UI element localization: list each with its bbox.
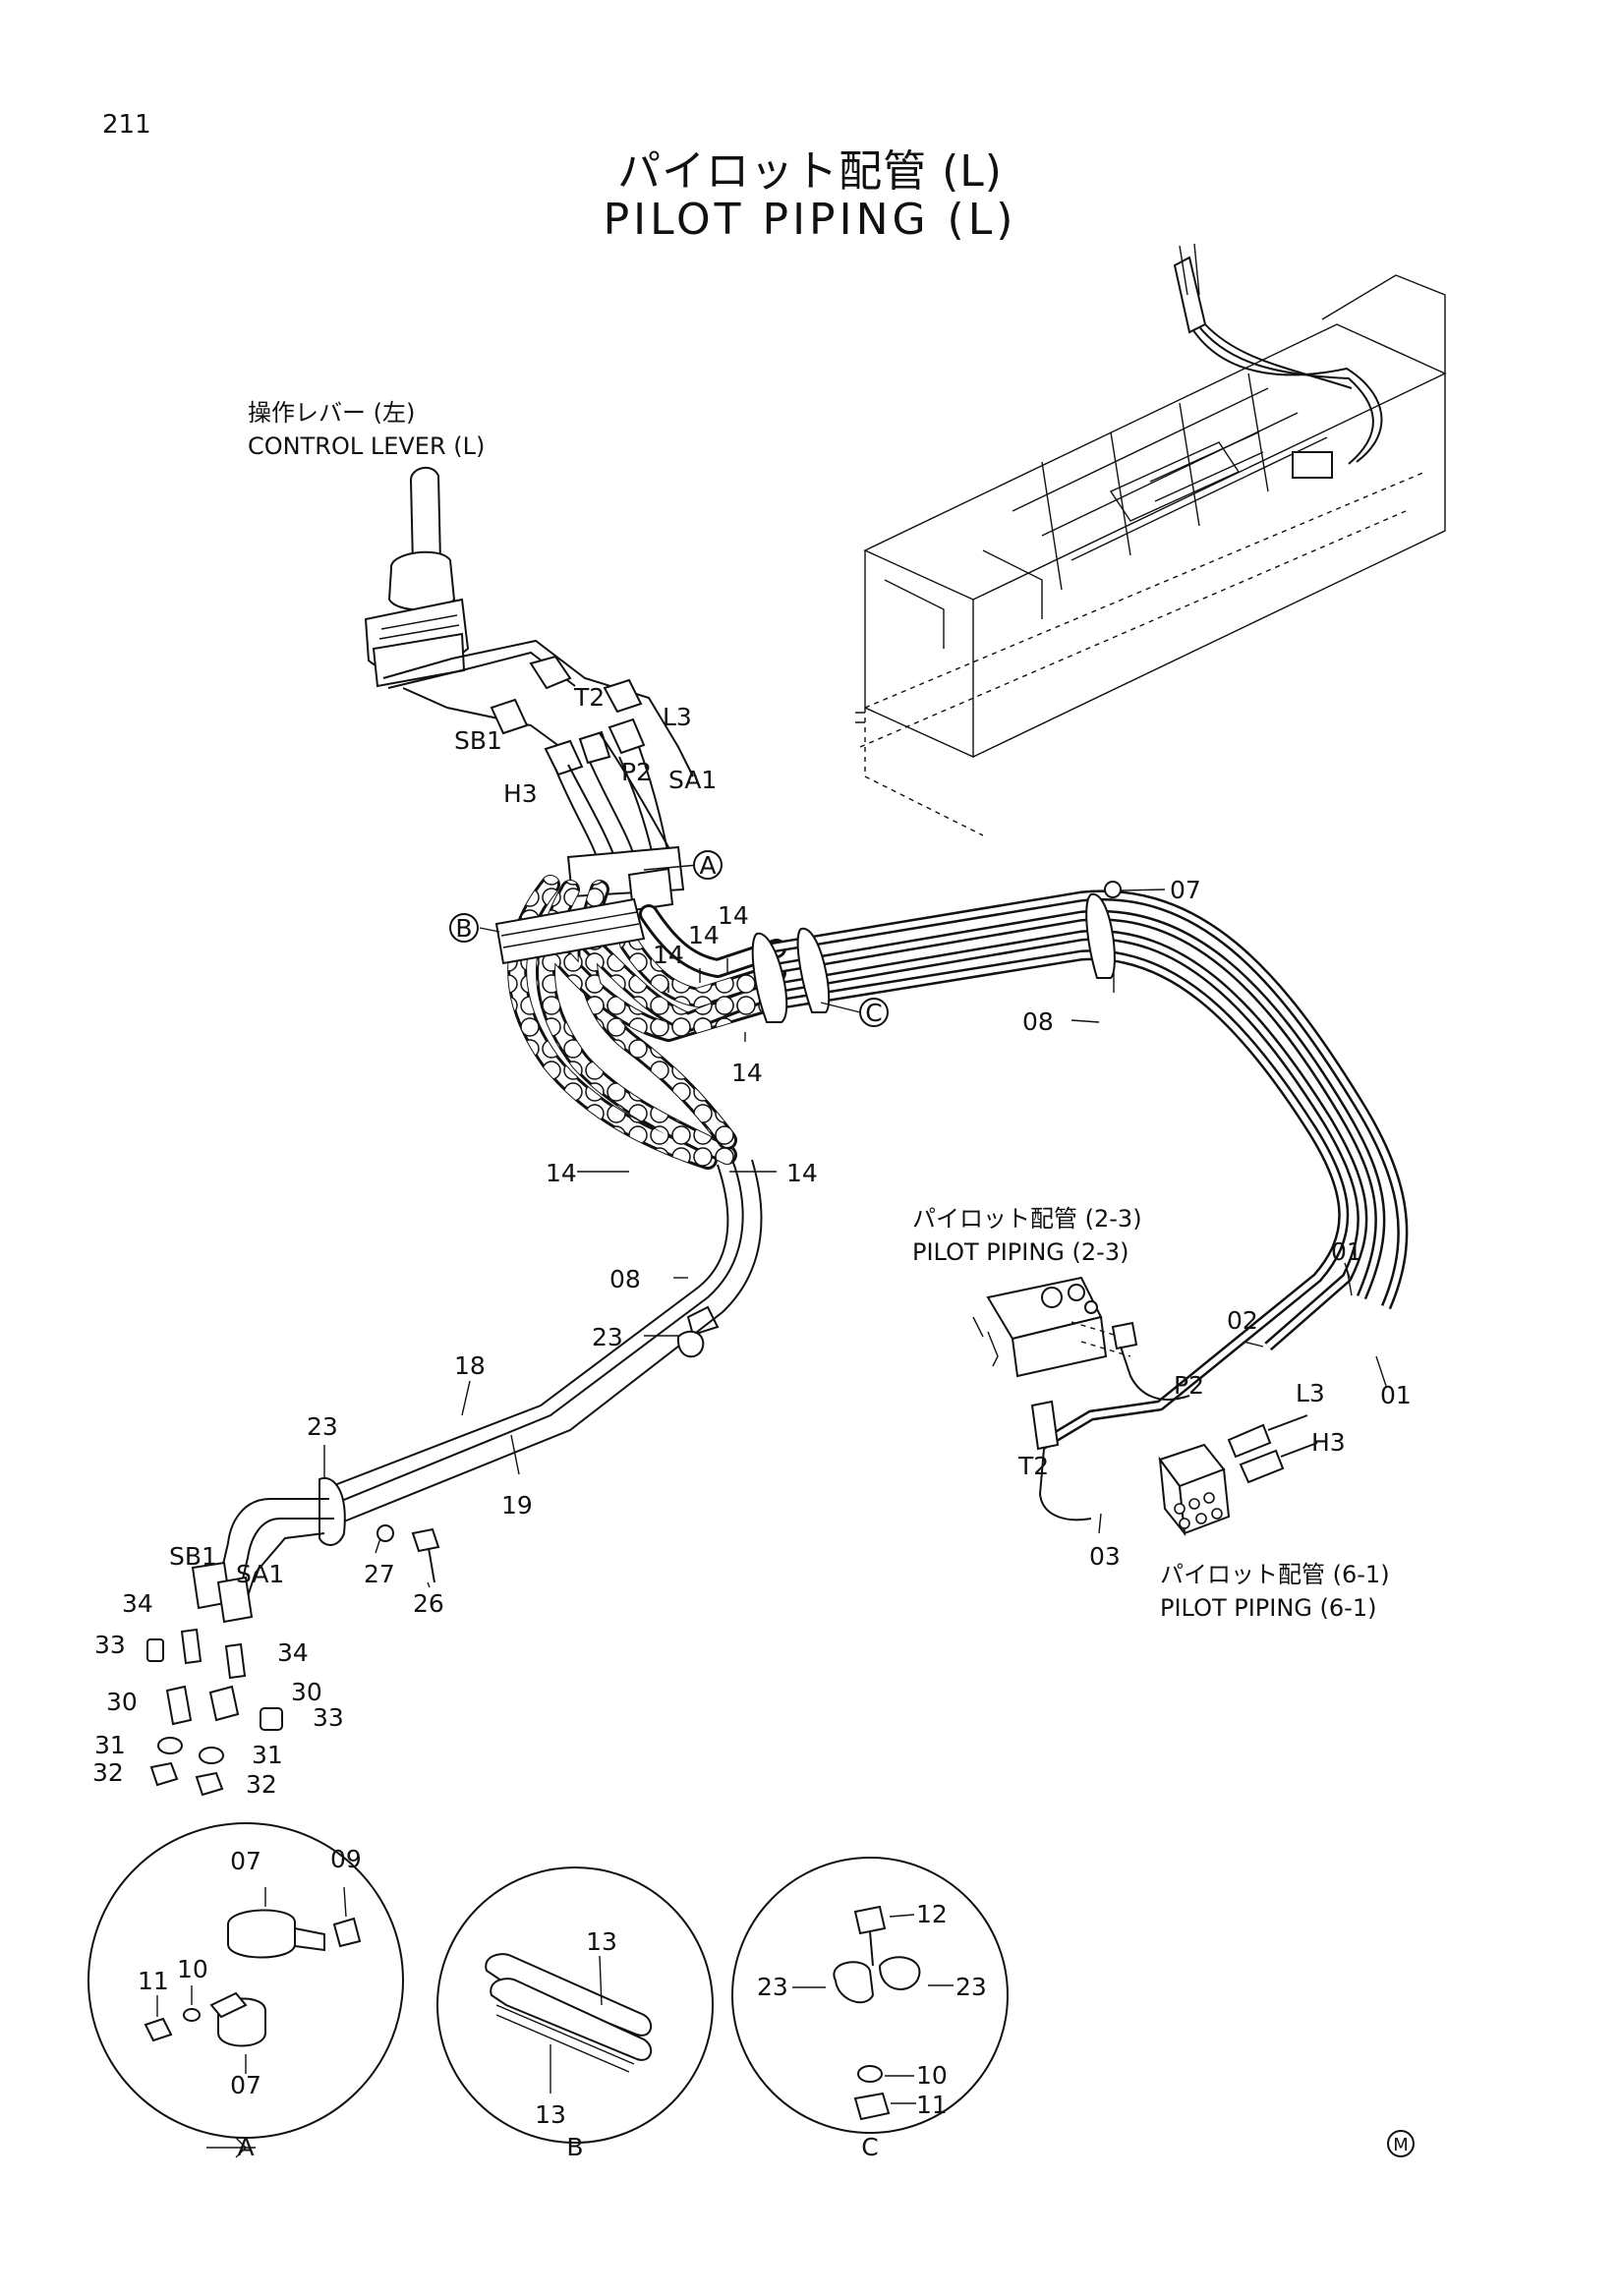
svg-text:23: 23 bbox=[955, 1973, 987, 2001]
callout-c: C bbox=[859, 998, 889, 1027]
pilot-tubes-right bbox=[751, 881, 1409, 1450]
port-label: H3 bbox=[503, 779, 538, 808]
svg-text:C: C bbox=[861, 2133, 878, 2161]
svg-text:01: 01 bbox=[1331, 1237, 1362, 1266]
lower-pipes bbox=[191, 1159, 763, 1624]
svg-text:33: 33 bbox=[94, 1631, 126, 1659]
pilot-piping-6-1-caption-en: PILOT PIPING (6-1) bbox=[1160, 1594, 1376, 1622]
svg-text:19: 19 bbox=[501, 1491, 533, 1520]
control-lever-caption-en: CONTROL LEVER (L) bbox=[248, 432, 485, 460]
svg-text:M: M bbox=[1393, 2135, 1409, 2155]
svg-text:34: 34 bbox=[122, 1589, 153, 1618]
svg-text:23: 23 bbox=[592, 1323, 623, 1351]
fittings-bottom-left bbox=[146, 1628, 283, 1797]
port-label: L3 bbox=[1296, 1379, 1325, 1407]
port-label: H3 bbox=[1311, 1428, 1346, 1457]
port-label: SB1 bbox=[454, 726, 502, 755]
pilot-piping-2-3-caption-jp: パイロット配管 (2-3) bbox=[912, 1205, 1142, 1233]
detail-a: 07 09 10 11 07 A bbox=[87, 1822, 404, 2161]
svg-text:27: 27 bbox=[364, 1560, 395, 1588]
svg-text:31: 31 bbox=[94, 1731, 126, 1759]
callout-a: A bbox=[693, 850, 723, 880]
svg-text:32: 32 bbox=[92, 1758, 124, 1787]
svg-text:14: 14 bbox=[546, 1159, 577, 1187]
svg-text:09: 09 bbox=[330, 1845, 362, 1873]
svg-text:26: 26 bbox=[413, 1589, 444, 1618]
svg-text:03: 03 bbox=[1089, 1542, 1121, 1571]
pilot-piping-6-1-caption-jp: パイロット配管 (6-1) bbox=[1160, 1561, 1390, 1588]
port-label: SB1 bbox=[169, 1542, 217, 1571]
page-title-english: PILOT PIPING (L) bbox=[603, 195, 1017, 245]
port-label: T2 bbox=[573, 683, 605, 712]
port-label: SA1 bbox=[668, 766, 717, 794]
svg-text:10: 10 bbox=[177, 1955, 208, 1983]
svg-text:23: 23 bbox=[757, 1973, 788, 2001]
port-label: L3 bbox=[663, 703, 692, 731]
svg-text:32: 32 bbox=[246, 1770, 277, 1799]
part-number-labels: 14 14 14 14 14 14 07 08 08 01 01 02 03 1… bbox=[92, 876, 1412, 1799]
svg-text:10: 10 bbox=[916, 2061, 948, 2090]
pilot-piping-2-3-block bbox=[972, 1276, 1190, 1521]
svg-text:18: 18 bbox=[454, 1351, 486, 1380]
svg-text:07: 07 bbox=[1170, 876, 1201, 904]
detail-b: 13 13 B bbox=[436, 1866, 714, 2161]
port-label: P2 bbox=[1174, 1371, 1204, 1400]
detail-c: 12 23 23 10 11 C bbox=[731, 1857, 1009, 2161]
svg-text:07: 07 bbox=[230, 2071, 261, 2099]
svg-text:23: 23 bbox=[307, 1412, 338, 1441]
svg-text:A: A bbox=[699, 851, 716, 880]
port-label: T2 bbox=[1017, 1452, 1049, 1480]
svg-text:14: 14 bbox=[718, 901, 749, 930]
svg-text:14: 14 bbox=[786, 1159, 818, 1187]
pilot-piping-6-1-block bbox=[1158, 1414, 1318, 1537]
svg-text:12: 12 bbox=[916, 1900, 948, 1928]
svg-text:14: 14 bbox=[653, 941, 684, 969]
port-label: SA1 bbox=[236, 1560, 284, 1588]
pilot-piping-2-3-caption-en: PILOT PIPING (2-3) bbox=[912, 1238, 1128, 1266]
svg-text:11: 11 bbox=[138, 1967, 169, 1995]
svg-text:30: 30 bbox=[106, 1688, 138, 1716]
hose-bundle bbox=[494, 875, 786, 1170]
svg-text:31: 31 bbox=[252, 1741, 283, 1769]
svg-text:08: 08 bbox=[609, 1265, 641, 1293]
port-label: P2 bbox=[621, 758, 652, 786]
svg-text:B: B bbox=[566, 2133, 583, 2161]
svg-text:13: 13 bbox=[586, 1927, 617, 1956]
svg-text:07: 07 bbox=[230, 1847, 261, 1875]
page-title-japanese: パイロット配管 (L) bbox=[617, 146, 1003, 197]
control-lever-illustration bbox=[364, 466, 694, 777]
svg-text:B: B bbox=[455, 914, 472, 943]
footer-mark: M bbox=[1387, 2130, 1415, 2157]
svg-text:33: 33 bbox=[313, 1703, 344, 1732]
svg-text:01: 01 bbox=[1380, 1381, 1412, 1409]
svg-text:30: 30 bbox=[291, 1678, 322, 1706]
svg-text:C: C bbox=[865, 999, 882, 1027]
svg-text:14: 14 bbox=[688, 921, 720, 949]
callout-b: B bbox=[449, 913, 479, 943]
control-lever-caption-jp: 操作レバー (左) bbox=[248, 399, 415, 427]
svg-text:11: 11 bbox=[916, 2091, 948, 2119]
page-number: 211 bbox=[102, 110, 151, 140]
svg-text:A: A bbox=[237, 2133, 254, 2161]
svg-text:02: 02 bbox=[1227, 1306, 1258, 1335]
svg-text:34: 34 bbox=[277, 1638, 309, 1667]
machine-frame-illustration bbox=[855, 243, 1447, 836]
svg-text:13: 13 bbox=[535, 2100, 566, 2129]
svg-text:14: 14 bbox=[731, 1059, 763, 1087]
leader-lines bbox=[323, 864, 1387, 1588]
svg-text:08: 08 bbox=[1022, 1007, 1054, 1036]
